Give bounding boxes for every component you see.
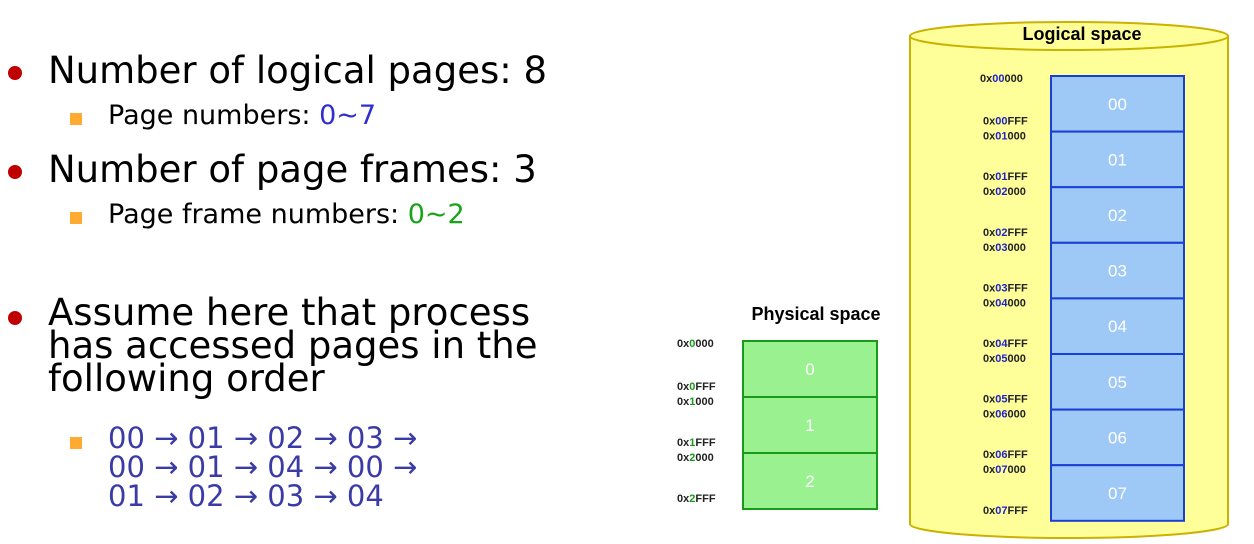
address-label: 0x06000 xyxy=(983,409,1026,421)
sequence-line: 01 → 02 → 03 → 04 xyxy=(108,479,384,513)
logical-pages-grid: 00 01 02 03 04 05 06 07 xyxy=(1050,75,1185,522)
address-label: 0x02FFF xyxy=(983,227,1028,239)
sequence-line: 00 → 01 → 04 → 00 → xyxy=(108,450,418,484)
address-label: 0x02000 xyxy=(983,186,1026,198)
square-bullet-icon xyxy=(70,212,82,224)
physical-space-title: Physical space xyxy=(751,304,880,324)
address-label: 0x00FFF xyxy=(983,116,1028,128)
logical-page-label: 04 xyxy=(1108,317,1127,336)
page-numbers-range: 0∼7 xyxy=(319,100,377,131)
logical-page-label: 01 xyxy=(1108,150,1127,169)
address-label: 0x1000 xyxy=(677,396,714,408)
physical-address-labels: 0x0000 0x0FFF 0x1000 0x1FFF 0x2000 0x2FFF xyxy=(677,338,716,505)
address-label: 0x01000 xyxy=(983,131,1026,143)
physical-frame-label: 1 xyxy=(805,416,814,435)
physical-frame-cell xyxy=(742,340,878,398)
address-label: 0x04000 xyxy=(983,297,1026,309)
physical-frames-grid: 0 1 2 xyxy=(742,340,878,510)
frame-numbers-range: 0∼2 xyxy=(407,199,465,230)
physical-frame-label: 2 xyxy=(805,472,814,491)
logical-address-labels: 0x00000 0x00FFF 0x01000 0x01FFF 0x02000 0x02F… xyxy=(980,73,1028,517)
bullet-dot-icon xyxy=(8,165,22,179)
sequence-line: 00 → 01 → 02 → 03 → xyxy=(108,421,418,455)
logical-page-cell xyxy=(1050,241,1185,300)
address-label: 0x05FFF xyxy=(983,394,1028,406)
address-label: 0x04FFF xyxy=(983,338,1028,350)
physical-frame-label: 0 xyxy=(805,360,814,379)
address-label: 0x01FFF xyxy=(983,171,1028,183)
address-label: 0x0000 xyxy=(677,338,714,350)
logical-page-cell xyxy=(1050,408,1185,467)
address-label: 0x05000 xyxy=(983,353,1026,365)
logical-page-label: 03 xyxy=(1108,262,1127,281)
logical-page-label: 06 xyxy=(1108,428,1127,447)
logical-page-label: 05 xyxy=(1108,373,1127,392)
bullet-dot-icon xyxy=(8,66,22,80)
page-numbers-label: Page numbers: xyxy=(108,100,320,131)
logical-page-cell xyxy=(1050,186,1185,244)
address-label: 0x03000 xyxy=(983,242,1026,254)
logical-page-label: 07 xyxy=(1108,484,1127,503)
bullet-dot-icon xyxy=(8,311,22,325)
logical-page-cell xyxy=(1050,75,1185,133)
logical-page-cell xyxy=(1050,353,1185,411)
logical-page-label: 00 xyxy=(1108,95,1127,114)
address-label: 0x0FFF xyxy=(677,381,716,393)
address-label: 0x1FFF xyxy=(677,437,716,449)
address-label: 0x07000 xyxy=(983,464,1026,476)
physical-frame-cell xyxy=(742,452,878,510)
address-label: 0x2FFF xyxy=(677,493,716,505)
logical-page-cell xyxy=(1050,464,1185,522)
assumption-line: Assume here that process xyxy=(48,291,531,334)
address-label: 0x00000 xyxy=(980,73,1023,85)
page-frames-label: Number of page frames: 3 xyxy=(48,148,537,191)
address-label: 0x07FFF xyxy=(983,505,1028,517)
logical-page-label: 02 xyxy=(1108,206,1127,225)
square-bullet-icon xyxy=(70,113,82,125)
address-label: 0x03FFF xyxy=(983,282,1028,294)
physical-frame-cell xyxy=(742,396,878,454)
address-label: 0x2000 xyxy=(677,452,714,464)
logical-pages-label: Number of logical pages: 8 xyxy=(48,49,548,92)
logical-page-cell xyxy=(1050,297,1185,355)
assumption-line: has accessed pages in the xyxy=(48,324,538,367)
address-label: 0x06FFF xyxy=(983,449,1028,461)
frame-numbers-label: Page frame numbers: xyxy=(108,199,408,230)
logical-space-title: Logical space xyxy=(1022,24,1141,44)
assumption-line: following order xyxy=(48,357,325,400)
cylinder-top xyxy=(909,21,1229,51)
square-bullet-icon xyxy=(70,437,82,449)
